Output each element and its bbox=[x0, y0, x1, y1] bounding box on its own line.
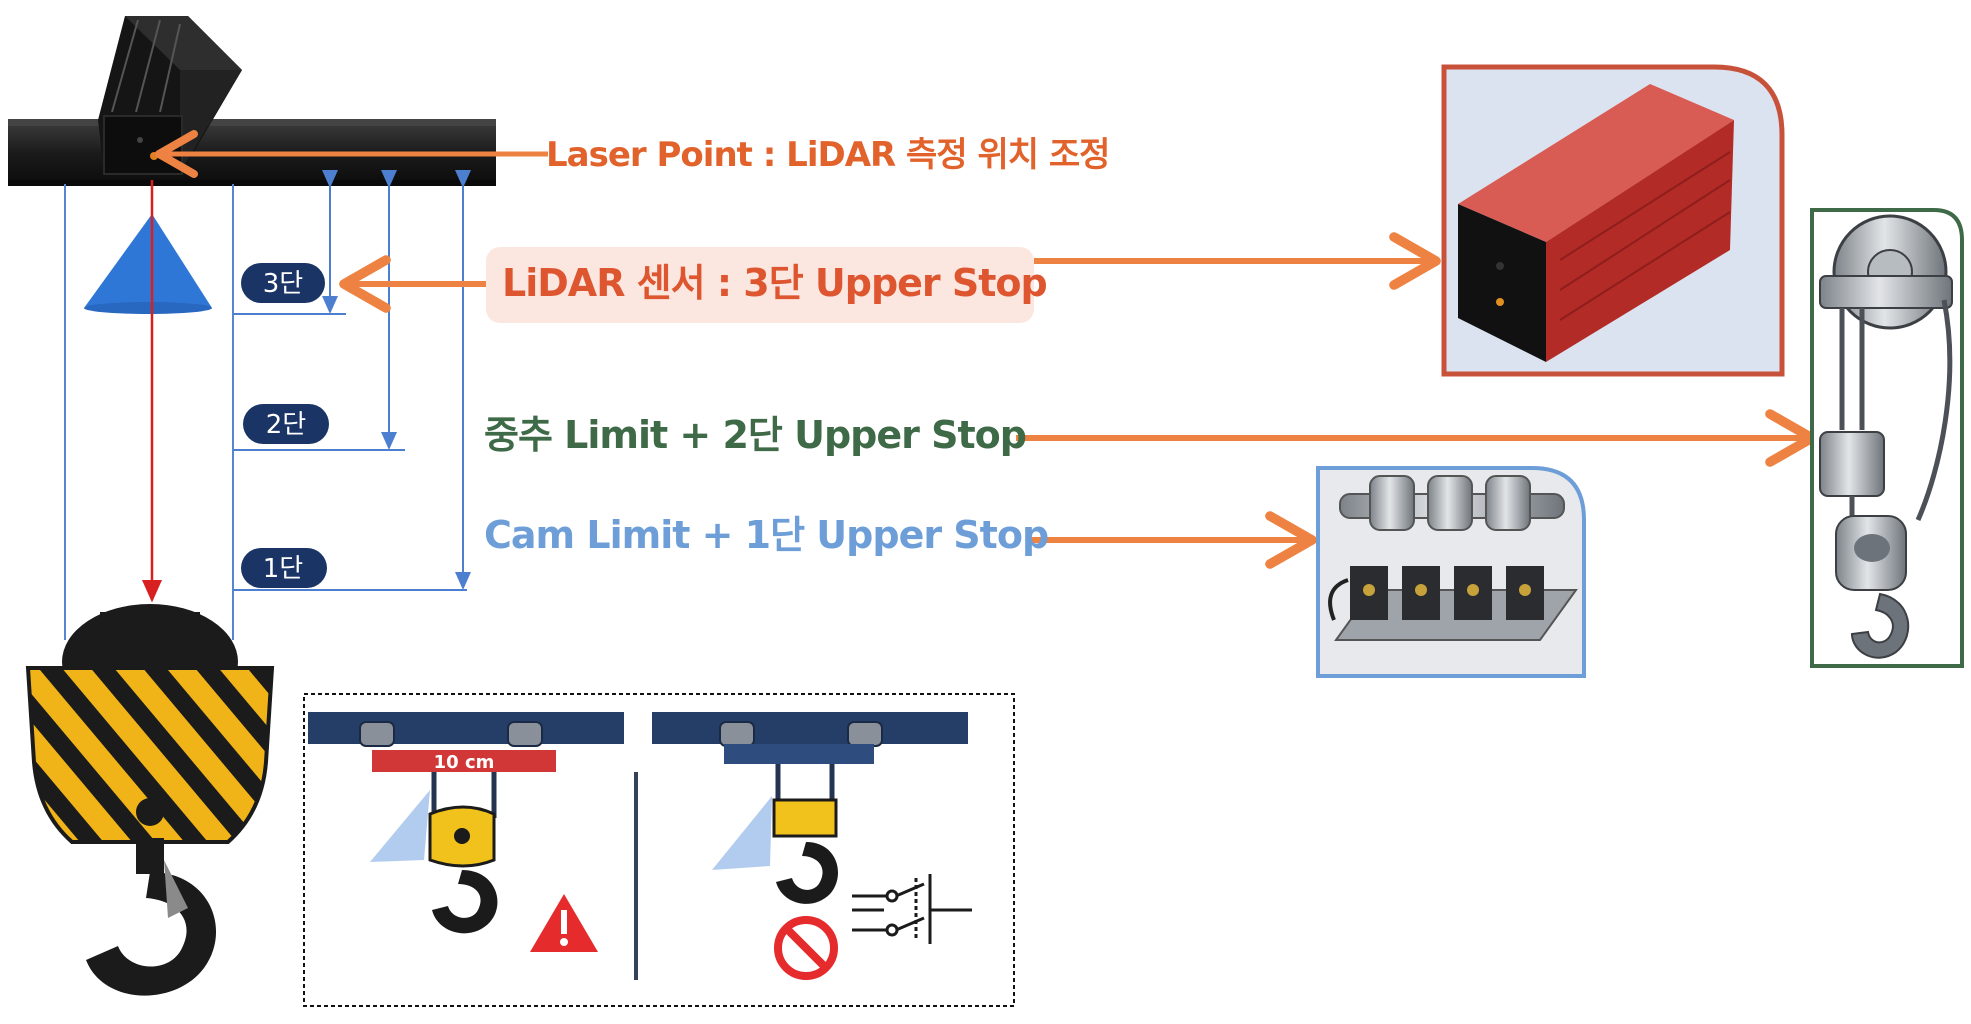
cam-limit-label: Cam Limit + 1단 Upper Stop bbox=[484, 513, 1048, 557]
cam-limit-switch-icon bbox=[1328, 475, 1578, 641]
cam-limit-panel bbox=[1316, 466, 1586, 678]
inset-distance-label: 10 cm bbox=[434, 752, 495, 773]
lidar-sensor-label: LiDAR 센서 : 3단 Upper Stop bbox=[502, 261, 1047, 305]
lidar-sensor-label-bg bbox=[486, 247, 1034, 323]
crane-hook-icon bbox=[25, 604, 275, 996]
laser-point-label: Laser Point : LiDAR 측정 위치 조정 bbox=[546, 135, 1109, 175]
lidar-sensor-panel bbox=[1441, 64, 1785, 377]
inset-sensor-wave-right bbox=[712, 796, 772, 870]
weight-limit-switch-icon bbox=[1819, 214, 1953, 659]
lidar-beam-cone bbox=[84, 214, 212, 308]
upper-stop-inset: 10 cm bbox=[303, 693, 1015, 1007]
stage-label-2: 2단 bbox=[266, 410, 307, 440]
limit-switch-symbol-icon bbox=[852, 874, 972, 944]
stage-label-1: 1단 bbox=[263, 554, 304, 584]
inset-sensor-wave-left bbox=[370, 790, 430, 862]
weight-limit-panel bbox=[1810, 208, 1964, 668]
red-lidar-sensor-icon bbox=[1458, 84, 1734, 362]
stage-badge-1: 1단 bbox=[241, 548, 327, 588]
stage-guides bbox=[233, 170, 471, 591]
prohibited-icon bbox=[774, 916, 838, 980]
weight-limit-label: 중추 Limit + 2단 Upper Stop bbox=[484, 413, 1026, 457]
warning-icon bbox=[530, 894, 598, 952]
stage-label-3: 3단 bbox=[263, 269, 304, 299]
stage-badge-3: 3단 bbox=[241, 263, 325, 303]
stage-badge-2: 2단 bbox=[243, 404, 329, 444]
